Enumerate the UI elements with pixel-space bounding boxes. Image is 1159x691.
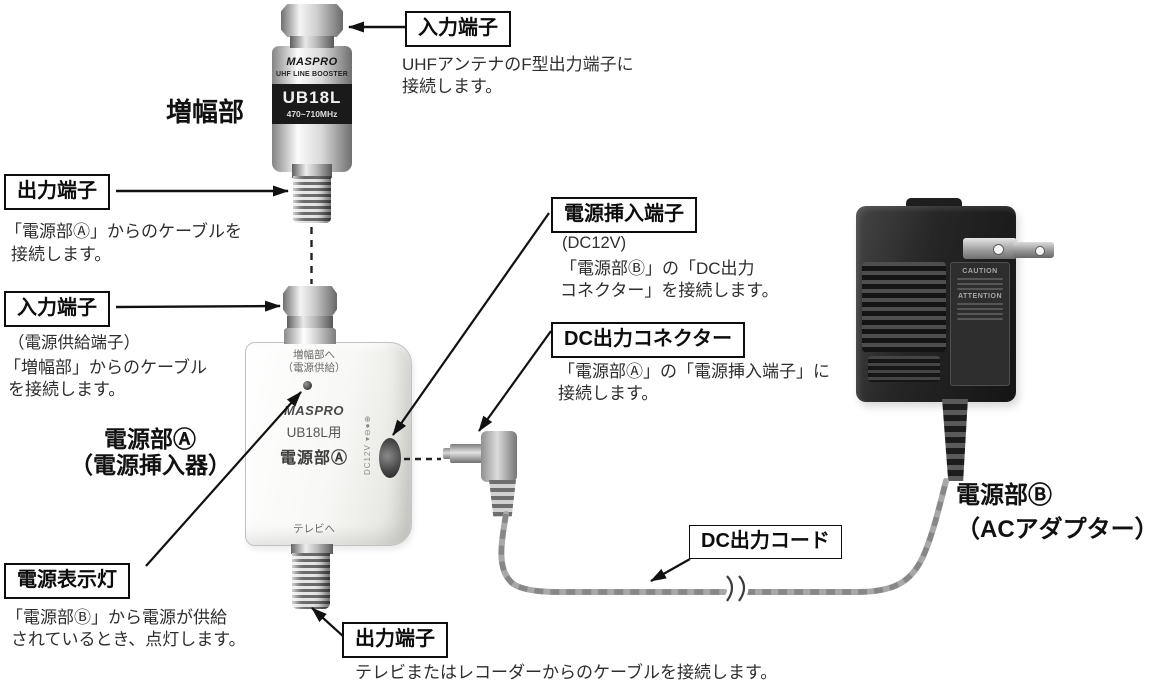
callout-power-lamp-desc1: 「電源部Ⓑ」から電源が供給 xyxy=(6,608,227,627)
callout-power-lamp: 電源表示灯 xyxy=(4,563,130,599)
callout-input-top-desc1: UHFアンテナのF型出力端子に xyxy=(402,55,634,74)
adapter-body: CAUTION ATTENTION xyxy=(856,206,1016,402)
callout-input-mid-subtitle: （電源供給端子） xyxy=(8,334,140,352)
unit-b-name-line2: （ACアダプター） xyxy=(956,516,1159,543)
prong-hole xyxy=(1035,246,1045,256)
adapter-fine-print-line xyxy=(957,288,1003,290)
unit-a-to-amp-marking-line1: 増幅部へ xyxy=(293,349,335,361)
adapter-fine-print-line xyxy=(957,308,1003,310)
unit-a-connector-collar xyxy=(287,316,333,329)
callout-output-upper-desc1: 「電源部Ⓐ」からのケーブルを xyxy=(5,222,242,241)
arrow-power-insert xyxy=(392,212,550,436)
unit-a-output-connector xyxy=(292,553,330,609)
unit-b-name-label: 電源部Ⓑ （ACアダプター） xyxy=(956,479,1159,547)
callout-output-lower: 出力端子 xyxy=(342,622,448,658)
unit-a-brand-text: MASPRO xyxy=(283,403,345,418)
unit-a-label-block: MASPRO UB18L用 電源部Ⓐ xyxy=(254,403,374,468)
callout-output-upper-desc2: 接続します。 xyxy=(11,245,112,264)
dc-plug-barrel xyxy=(450,444,482,463)
callout-input-top: 入力端子 xyxy=(405,11,511,47)
callout-output-upper: 出力端子 xyxy=(4,174,110,210)
unit-a-to-amp-marking-line2: （電源供給） xyxy=(282,362,346,374)
cord-break-mark xyxy=(726,575,746,602)
unit-a-output-collar xyxy=(291,544,333,554)
dc-plug-tip xyxy=(443,448,453,459)
amplifier-input-connector xyxy=(281,4,343,37)
adapter-label-plate: CAUTION ATTENTION xyxy=(950,262,1010,386)
adapter-strain-relief xyxy=(942,399,968,481)
callout-dc-connector: DC出力コネクター xyxy=(551,322,746,358)
unit-a-model-text: UB18L用 xyxy=(286,425,342,440)
unit-a-connector-base xyxy=(284,328,336,344)
adapter-fine-print-line xyxy=(957,313,1003,315)
unit-a-to-tv-marking: テレビへ xyxy=(293,523,335,535)
adapter-fine-print-line xyxy=(957,303,1003,305)
ac-plug-prong-2 xyxy=(1013,242,1054,258)
callout-dc-connector-desc2: 接続します。 xyxy=(558,384,659,403)
callout-input-top-desc2: 接続します。 xyxy=(402,77,503,96)
adapter-fine-print-line xyxy=(957,283,1003,285)
amplifier-output-connector xyxy=(293,176,331,223)
unit-a-dc12v-marking: DC12V ▾⊖●⊕ xyxy=(363,414,372,475)
amplifier-model-text: UB18L xyxy=(282,88,342,107)
callout-power-insert-subtitle: (DC12V) xyxy=(562,234,627,252)
unit-a-unit-text: 電源部Ⓐ xyxy=(279,450,348,467)
callout-dc-cord: DC出力コード xyxy=(689,525,842,559)
adapter-attention-text: ATTENTION xyxy=(957,293,1003,300)
dc-plug-strain-relief xyxy=(489,480,516,517)
amplifier-brand-text: MASPRO xyxy=(286,56,338,68)
callout-input-mid: 入力端子 xyxy=(4,291,110,327)
amplifier-product-line-text: UHF LINE BOOSTER xyxy=(275,71,349,78)
callout-output-lower-desc1: テレビまたはレコーダーからのケーブルを接続します。 xyxy=(355,663,778,682)
adapter-fine-print-line xyxy=(957,318,1003,320)
power-indicator-led xyxy=(303,381,312,390)
arrow-dc-cord xyxy=(650,558,691,582)
amplifier-output-neck xyxy=(292,164,332,178)
amplifier-name-label: 増幅部 xyxy=(166,97,245,127)
prong-hole xyxy=(993,244,1004,255)
amplifier-freq-range-text: 470~710MHz xyxy=(286,109,338,119)
callout-power-insert-desc2: コネクター」を接続します。 xyxy=(560,281,779,300)
amplifier-body: MASPRO UHF LINE BOOSTER UB18L 470~710MHz xyxy=(272,46,352,172)
unit-a-dc-jack xyxy=(379,438,401,478)
ac-plug-prong-1 xyxy=(963,238,1017,259)
callout-power-lamp-desc2: されているとき、点灯します。 xyxy=(11,630,246,649)
callout-power-insert: 電源挿入端子 xyxy=(551,197,697,233)
arrow-input-mid xyxy=(115,300,281,312)
unit-b-name-line1: 電源部Ⓑ xyxy=(956,482,1052,509)
amplifier-connector-collar xyxy=(290,36,334,48)
amplifier-model-band: UB18L 470~710MHz xyxy=(272,84,352,124)
arrow-dc-connector xyxy=(478,330,552,432)
callout-dc-connector-desc1: 「電源部Ⓐ」の「電源挿入端子」に xyxy=(558,362,830,381)
adapter-vent-ridges xyxy=(862,262,946,352)
callout-input-mid-desc1: 「増幅部」からのケーブル xyxy=(4,358,207,377)
callout-input-mid-desc2: を接続します。 xyxy=(8,380,126,399)
adapter-caution-text: CAUTION xyxy=(962,268,998,275)
unit-a-name-line1: 電源部Ⓐ xyxy=(104,426,196,452)
adapter-fine-print-line xyxy=(957,278,1003,280)
unit-a-name-line2: （電源挿入器） xyxy=(70,452,231,478)
callout-power-insert-desc1: 「電源部Ⓑ」の「DC出力 xyxy=(560,259,755,278)
arrow-output-lower xyxy=(311,607,345,638)
unit-a-input-connector xyxy=(283,286,337,317)
cord-break-mark-bg xyxy=(723,572,749,604)
adapter-vent-ridges-lower xyxy=(868,356,940,382)
dc-plug-elbow xyxy=(481,431,517,482)
unit-a-name-label: 電源部Ⓐ （電源挿入器） xyxy=(70,426,231,478)
